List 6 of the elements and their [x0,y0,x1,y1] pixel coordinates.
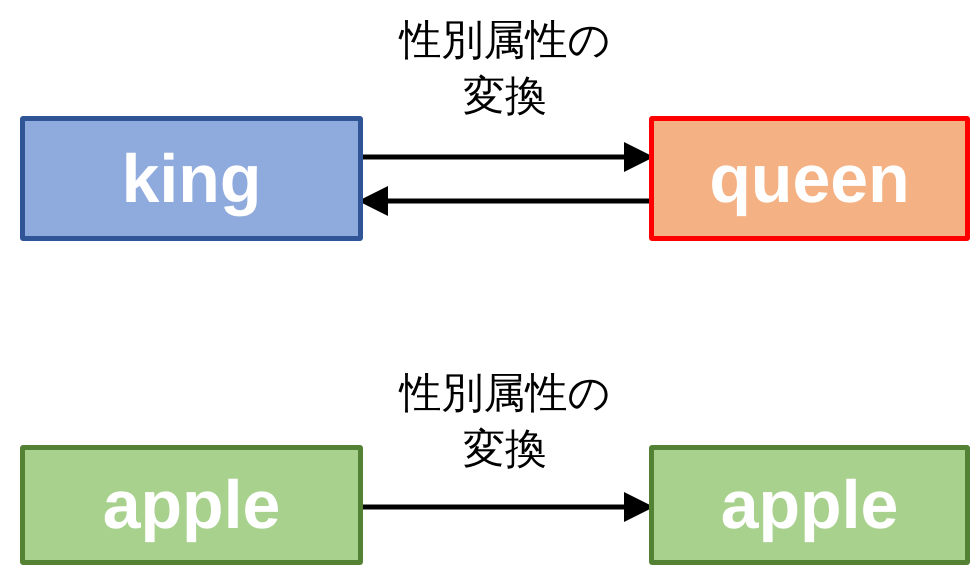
word-box [20,116,363,241]
word-box [649,445,970,565]
edge-label: 性別属性の変換 [398,367,612,475]
word-box [20,445,363,565]
word-box [649,116,970,241]
edge-label: 性別属性の変換 [398,14,612,122]
